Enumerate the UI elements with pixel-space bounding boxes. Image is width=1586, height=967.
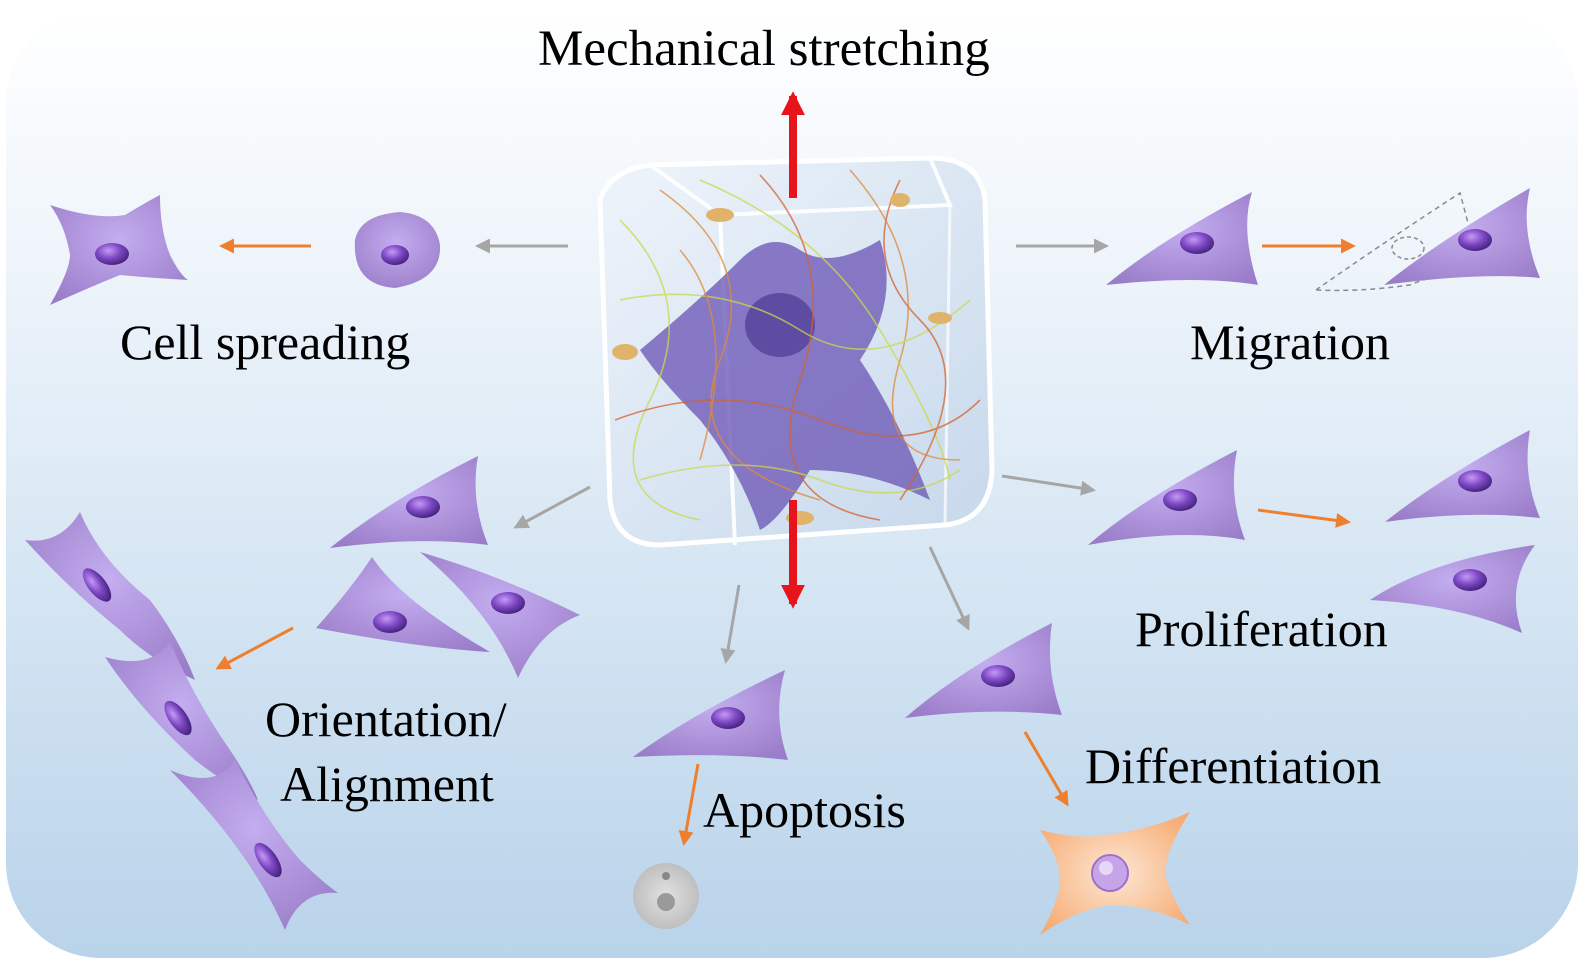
migration-cell-2	[1384, 188, 1540, 285]
apoptotic-cell-icon	[633, 863, 699, 929]
label-cell-spreading: Cell spreading	[120, 314, 411, 370]
label-orientation: Orientation/	[265, 691, 507, 747]
proliferation-cell-child-1	[1385, 430, 1540, 522]
orientation-cell-3	[420, 552, 580, 678]
orientation-cell-2	[316, 557, 490, 652]
migration-cell-1	[1106, 192, 1258, 285]
orientation-cell-1	[330, 456, 488, 548]
diagram-title: Mechanical stretching	[538, 21, 990, 77]
label-apoptosis: Apoptosis	[703, 782, 906, 838]
differentiated-cell-icon	[1040, 812, 1190, 935]
hydrogel-cube-icon	[597, 155, 995, 548]
label-proliferation: Proliferation	[1135, 601, 1388, 657]
spread-cell-large	[50, 195, 188, 305]
spread-cell-round	[354, 212, 441, 288]
label-migration: Migration	[1190, 314, 1390, 370]
branch-arrows	[475, 238, 1109, 664]
label-alignment: Alignment	[280, 756, 494, 812]
proliferation-cell-parent	[1088, 450, 1245, 545]
apoptosis-cell	[633, 670, 788, 760]
label-differentiation: Differentiation	[1085, 738, 1382, 794]
proliferation-cell-child-2	[1370, 545, 1535, 633]
step-arrows	[215, 238, 1356, 846]
differentiation-cell	[905, 623, 1062, 718]
aligned-cells	[25, 512, 338, 930]
